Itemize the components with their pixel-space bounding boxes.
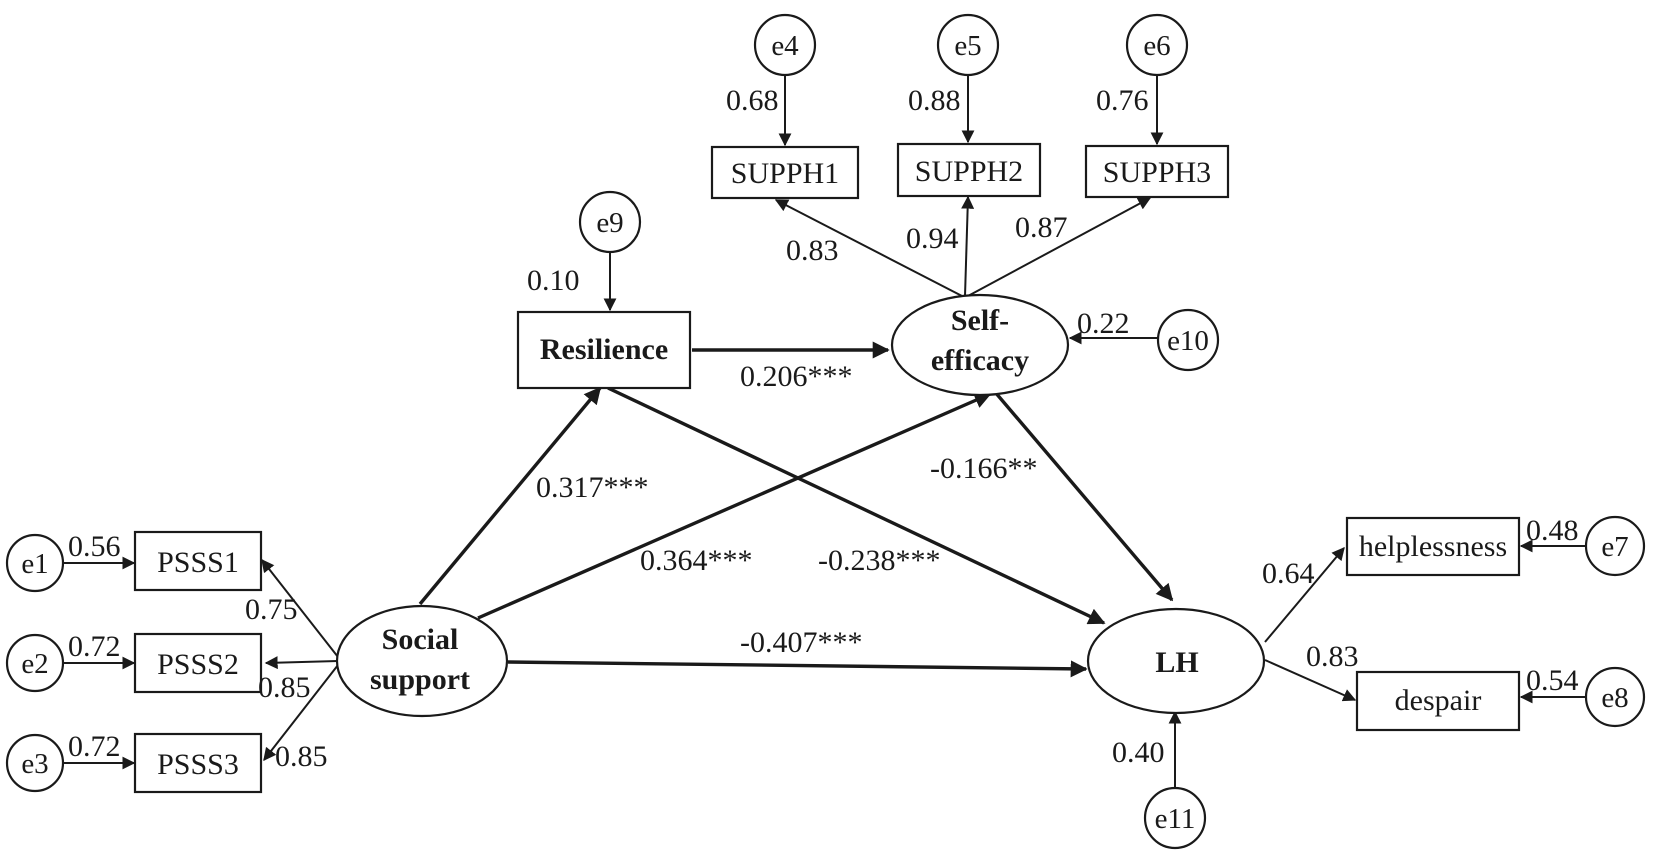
box-supph2 — [896, 142, 1042, 198]
box-supph3 — [1084, 144, 1230, 199]
path-social-lh — [507, 660, 1088, 678]
path-resilience-lh — [607, 386, 1106, 625]
weight-e3-pssss3: 0.72 — [68, 730, 121, 763]
box-helplessness — [1345, 516, 1521, 577]
label-e6: e6 — [1143, 30, 1170, 62]
arrow-lh-despair — [1264, 659, 1357, 702]
label-pssss3: PSSS3 — [157, 748, 239, 781]
label-e1: e1 — [21, 548, 48, 580]
circle-e2 — [5, 633, 65, 693]
weight-lh-despair: 0.83 — [1306, 640, 1359, 673]
weight-selfefficacy-supph2: 0.94 — [906, 222, 959, 255]
label-e7: e7 — [1601, 531, 1628, 563]
label-e2: e2 — [21, 648, 48, 680]
circle-e7 — [1584, 515, 1646, 577]
weight-social-pssss3: 0.85 — [275, 740, 328, 773]
label-helplessness: helplessness — [1359, 530, 1507, 563]
circle-e10 — [1156, 308, 1220, 372]
weight-e9-resilience: 0.10 — [527, 264, 580, 297]
label-e3: e3 — [21, 748, 48, 780]
coef-resilience-selfefficacy: 0.206*** — [740, 360, 853, 393]
coef-social-selfefficacy: 0.364*** — [640, 544, 753, 577]
circle-e11 — [1143, 786, 1207, 850]
path-selfefficacy-lh — [993, 390, 1174, 602]
weight-e1-pssss1: 0.56 — [68, 530, 121, 563]
weight-e11-lh: 0.40 — [1112, 736, 1165, 769]
label-despair: despair — [1395, 684, 1482, 717]
label-social-line2: support — [370, 663, 470, 696]
arrow-selfefficacy-supph3 — [967, 197, 1152, 297]
weight-social-pssss2: 0.85 — [258, 671, 311, 704]
ellipse-lh — [1086, 607, 1266, 715]
weight-social-pssss1: 0.75 — [245, 593, 298, 626]
path-social-resilience — [418, 386, 602, 606]
weight-e10-selfefficacy: 0.22 — [1077, 307, 1130, 340]
label-e5: e5 — [954, 30, 981, 62]
coef-social-lh: -0.407*** — [740, 626, 863, 659]
coef-selfefficacy-lh: -0.166** — [930, 452, 1038, 485]
label-supph3: SUPPH3 — [1103, 156, 1211, 189]
arrow-lh-helplessness — [1264, 547, 1345, 643]
coef-social-resilience: 0.317*** — [536, 471, 649, 504]
box-despair — [1355, 670, 1521, 732]
box-pssss3 — [133, 732, 263, 794]
circle-e5 — [936, 13, 1000, 77]
label-pssss2: PSSS2 — [157, 648, 239, 681]
weight-e7-helplessness: 0.48 — [1526, 514, 1579, 547]
weight-lh-helplessness: 0.64 — [1262, 557, 1315, 590]
label-e11: e11 — [1155, 803, 1196, 835]
label-e8: e8 — [1601, 682, 1628, 714]
box-pssss2 — [133, 632, 263, 694]
arrow-social-pssss3 — [263, 664, 339, 762]
box-resilience — [516, 310, 692, 390]
circle-e8 — [1584, 666, 1646, 728]
weight-selfefficacy-supph1: 0.83 — [786, 234, 839, 267]
circle-e4 — [753, 13, 817, 77]
weight-selfefficacy-supph3: 0.87 — [1015, 211, 1068, 244]
circle-e1 — [5, 533, 65, 593]
weight-e8-despair: 0.54 — [1526, 664, 1579, 697]
label-supph1: SUPPH1 — [731, 157, 839, 190]
label-supph2: SUPPH2 — [915, 155, 1023, 188]
arrow-selfefficacy-supph2 — [961, 195, 975, 297]
box-supph1 — [710, 145, 860, 200]
label-lh: LH — [1155, 646, 1198, 679]
arrow-social-pssss2 — [264, 656, 339, 670]
label-e10: e10 — [1167, 325, 1209, 357]
label-pssss1: PSSS1 — [157, 546, 239, 579]
label-e9: e9 — [596, 207, 623, 239]
weight-e4-supph1: 0.68 — [726, 84, 779, 117]
path-social-selfefficacy — [477, 392, 992, 620]
circle-e6 — [1125, 13, 1189, 77]
label-e4: e4 — [771, 30, 799, 62]
coef-resilience-lh: -0.238*** — [818, 544, 941, 577]
weight-e5-supph2: 0.88 — [908, 84, 961, 117]
circle-e3 — [5, 733, 65, 793]
ellipse-selfefficacy — [890, 293, 1070, 397]
arrow-selfefficacy-supph1 — [774, 199, 963, 297]
arrow-social-pssss1 — [261, 558, 339, 658]
weight-e2-pssss2: 0.72 — [68, 630, 121, 663]
weight-e6-supph3: 0.76 — [1096, 84, 1149, 117]
box-pssss1 — [133, 530, 263, 592]
label-resilience: Resilience — [540, 333, 668, 366]
label-social-line1: Social — [382, 623, 459, 656]
circle-e9 — [578, 190, 642, 254]
label-selfefficacy-line1: Self- — [951, 304, 1009, 337]
label-selfefficacy-line2: efficacy — [931, 344, 1029, 377]
ellipse-social-support — [335, 604, 509, 718]
